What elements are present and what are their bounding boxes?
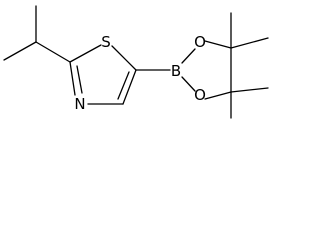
chemical-structure: S N B O O [3,5,269,119]
bond-o-top-c [204,40,232,49]
bond-n-c2 [69,61,76,96]
bond-c2-s [69,44,102,63]
atom-oxygen-bottom-label: O [194,86,206,104]
bond-o-bottom-c [204,91,232,100]
bond-n-c2-double [76,65,83,94]
bond-methyl-lower-right [230,87,269,93]
bond-b-o-bottom [181,76,196,92]
atom-oxygen-top-label: O [194,33,206,51]
bond-b-o-top [181,48,196,64]
bond-methyl-upper-right [230,37,269,49]
bond-isopropyl-to-c2 [35,41,71,63]
bond-c5-c4-double [117,71,130,100]
bond-methyl-left [3,41,37,61]
atom-sulfur-label: S [101,33,111,51]
atom-boron-label: B [171,62,181,80]
methyl-groups [230,12,269,119]
dioxaborolane-ring [181,40,232,100]
atom-nitrogen-label: N [74,95,85,113]
isopropyl-group [3,5,71,63]
bond-c5-c4 [122,69,137,105]
thiazole-ring [69,44,137,105]
bond-s-c5 [111,45,137,71]
